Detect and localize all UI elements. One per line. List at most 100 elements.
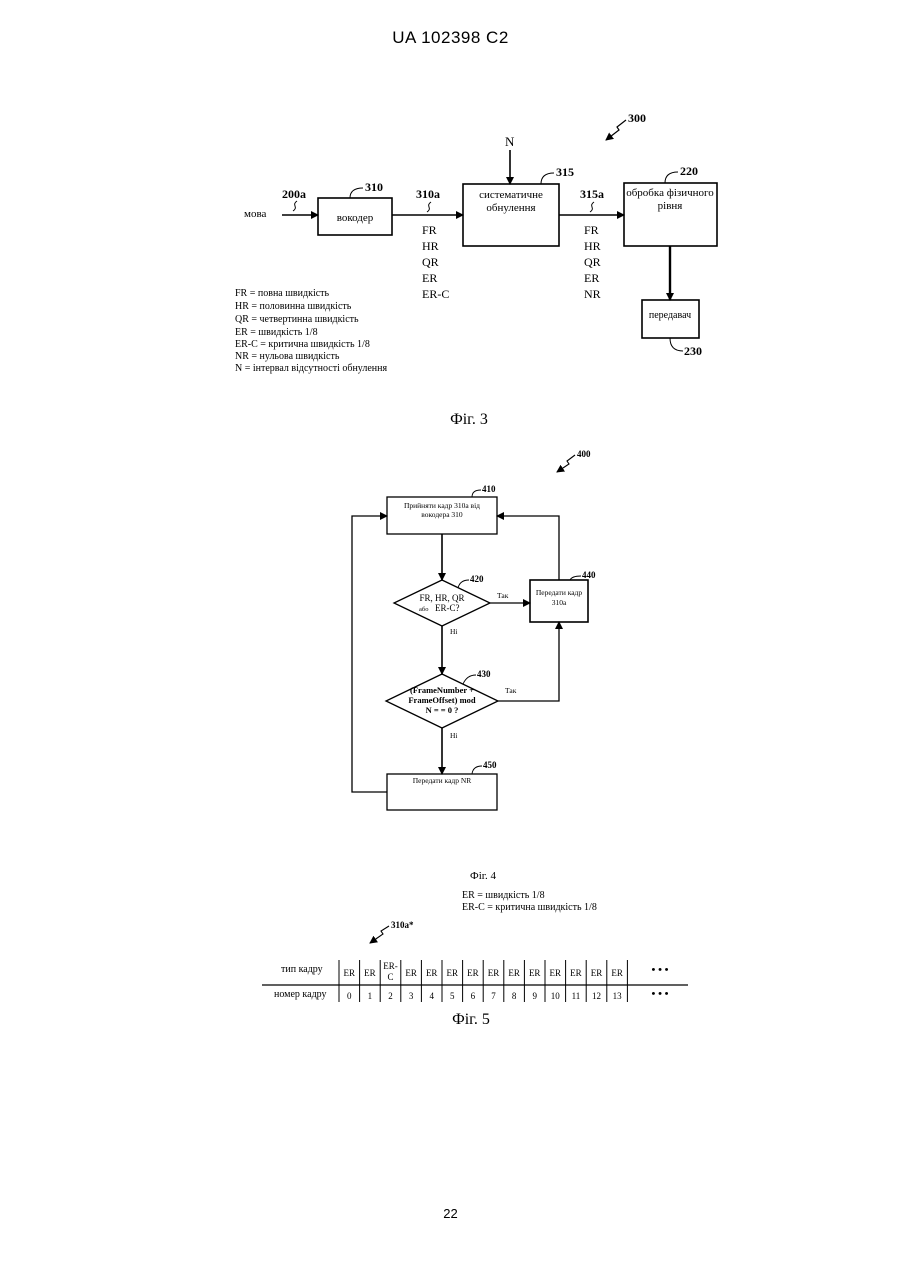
frame-number-ellipsis: • • • bbox=[651, 988, 668, 1000]
step-420-line1: FR, HR, QR bbox=[419, 593, 464, 603]
phy-ref: 220 bbox=[680, 164, 698, 178]
step-430-line1: (FrameNumber + bbox=[410, 685, 474, 695]
step-410-line2: вокодера 310 bbox=[421, 510, 463, 519]
zeroing-line1: систематичне bbox=[479, 189, 543, 201]
zeroing-ref: 315 bbox=[556, 165, 574, 179]
rate-in: QR bbox=[422, 255, 439, 269]
legend-line: QR = четвертинна швидкість bbox=[235, 314, 359, 325]
frame-type-label: ER bbox=[467, 968, 479, 978]
vocoder-out-leader bbox=[427, 202, 431, 212]
frame-number-label: 12 bbox=[592, 991, 601, 1001]
fig5-ref: 310a* bbox=[391, 920, 414, 930]
frame-number-label: 7 bbox=[491, 991, 496, 1001]
input-ref: 200a bbox=[282, 187, 306, 201]
input-ref-leader bbox=[293, 201, 297, 211]
frame-type-label: ER bbox=[591, 968, 603, 978]
frame-number-label: 10 bbox=[551, 991, 561, 1001]
frame-type-label: ER bbox=[488, 968, 500, 978]
no-label-430: Ні bbox=[450, 731, 458, 740]
frame-type-label: ER bbox=[447, 968, 459, 978]
frame-type-label: ER bbox=[570, 968, 582, 978]
rate-out: ER bbox=[584, 271, 599, 285]
step-430-ref: 430 bbox=[477, 669, 491, 679]
figure-5: ER = швидкість 1/8 ER-C = критична швидк… bbox=[262, 890, 688, 1028]
step-440-ref: 440 bbox=[582, 570, 596, 580]
rates-out-list: FR HR QR ER NR bbox=[584, 223, 601, 301]
rate-in: ER-C bbox=[422, 287, 449, 301]
speech-input-label: мова bbox=[244, 208, 267, 220]
fig5-ref-zigzag bbox=[370, 926, 389, 943]
transmitter-label: передавач bbox=[649, 310, 691, 321]
arrow-450-410 bbox=[352, 516, 387, 792]
transmitter-ref-leader bbox=[670, 338, 683, 351]
fig3-ref: 300 bbox=[628, 111, 646, 125]
step-420-line2: ER-C? bbox=[435, 603, 460, 613]
zeroing-out-leader bbox=[590, 202, 594, 212]
frame-type-label: ER bbox=[611, 968, 623, 978]
fig3-legend: FR = повна швидкість HR = половинна швид… bbox=[235, 288, 387, 374]
page-number: 22 bbox=[0, 1206, 901, 1221]
step-420-ref-leader bbox=[458, 580, 469, 588]
frame-type-ellipsis: • • • bbox=[651, 964, 668, 976]
step-450-ref: 450 bbox=[483, 760, 497, 770]
frame-type-label: ER bbox=[364, 968, 376, 978]
yes-label-420: Так bbox=[497, 591, 509, 600]
fig5-legend-line: ER = швидкість 1/8 bbox=[462, 890, 545, 901]
frame-number-label: 1 bbox=[368, 991, 373, 1001]
frame-number-row-label: номер кадру bbox=[274, 989, 327, 1000]
step-450-label: Передати кадр NR bbox=[413, 776, 472, 785]
frame-number-label: 8 bbox=[512, 991, 517, 1001]
step-430-line2: FrameOffset) mod bbox=[408, 695, 476, 705]
no-label-420: Ні bbox=[450, 627, 458, 636]
frame-type-label: C bbox=[387, 972, 393, 982]
legend-line: ER = швидкість 1/8 bbox=[235, 327, 318, 338]
legend-line: ER-C = критична швидкість 1/8 bbox=[235, 339, 370, 350]
frame-type-row-label: тип кадру bbox=[281, 964, 323, 975]
step-410-ref-leader bbox=[472, 490, 481, 497]
zeroing-line2: обнулення bbox=[486, 202, 535, 214]
frame-number-label: 3 bbox=[409, 991, 414, 1001]
n-label: N bbox=[505, 134, 515, 149]
frame-type-label: ER bbox=[529, 968, 541, 978]
frame-type-label: ER bbox=[405, 968, 417, 978]
fig4-ref: 400 bbox=[577, 449, 591, 459]
legend-line: N = інтервал відсутності обнулення bbox=[235, 363, 387, 374]
vocoder-out-ref: 310a bbox=[416, 187, 440, 201]
step-440-line1: Передати кадр bbox=[536, 588, 583, 597]
legend-line: NR = нульова швидкість bbox=[235, 351, 340, 362]
figure-4: 400 Прийняти кадр 310а від вокодера 310 … bbox=[352, 449, 596, 882]
rate-in: FR bbox=[422, 223, 437, 237]
fig5-legend-line: ER-C = критична швидкість 1/8 bbox=[462, 902, 597, 913]
step-410-line1: Прийняти кадр 310а від bbox=[404, 501, 480, 510]
vocoder-ref: 310 bbox=[365, 180, 383, 194]
zeroing-out-ref: 315a bbox=[580, 187, 604, 201]
frame-cells: ER0ER1ER-C2ER3ER4ER5ER6ER7ER8ER9ER10ER11… bbox=[339, 960, 627, 1002]
step-420-ref: 420 bbox=[470, 574, 484, 584]
step-410-ref: 410 bbox=[482, 484, 496, 494]
phy-line2: рівня bbox=[658, 200, 683, 212]
fig4-caption: Фіг. 4 bbox=[470, 870, 497, 882]
frame-number-label: 2 bbox=[388, 991, 393, 1001]
legend-line: FR = повна швидкість bbox=[235, 288, 330, 299]
step-430-ref-leader bbox=[463, 675, 476, 684]
frame-type-label: ER bbox=[426, 968, 438, 978]
rate-in: ER bbox=[422, 271, 437, 285]
frame-number-label: 9 bbox=[532, 991, 537, 1001]
frame-type-label: ER- bbox=[383, 961, 398, 971]
figure-3: 300 мова 200a вокодер 310 310a FR HR QR … bbox=[235, 111, 717, 428]
fig3-caption: Фіг. 3 bbox=[450, 411, 488, 428]
arrow-440-410 bbox=[497, 516, 559, 580]
step-430-line3: N = = 0 ? bbox=[426, 705, 459, 715]
frame-type-label: ER bbox=[550, 968, 562, 978]
frame-number-label: 0 bbox=[347, 991, 352, 1001]
frame-number-label: 13 bbox=[613, 991, 623, 1001]
step-420-or: або bbox=[419, 606, 428, 613]
rate-out: QR bbox=[584, 255, 601, 269]
zeroing-ref-leader bbox=[541, 173, 554, 184]
transmitter-ref: 230 bbox=[684, 344, 702, 358]
phy-ref-leader bbox=[665, 172, 678, 183]
fig5-caption: Фіг. 5 bbox=[452, 1011, 490, 1028]
rate-out: FR bbox=[584, 223, 599, 237]
step-440-line2: 310a bbox=[552, 598, 567, 607]
